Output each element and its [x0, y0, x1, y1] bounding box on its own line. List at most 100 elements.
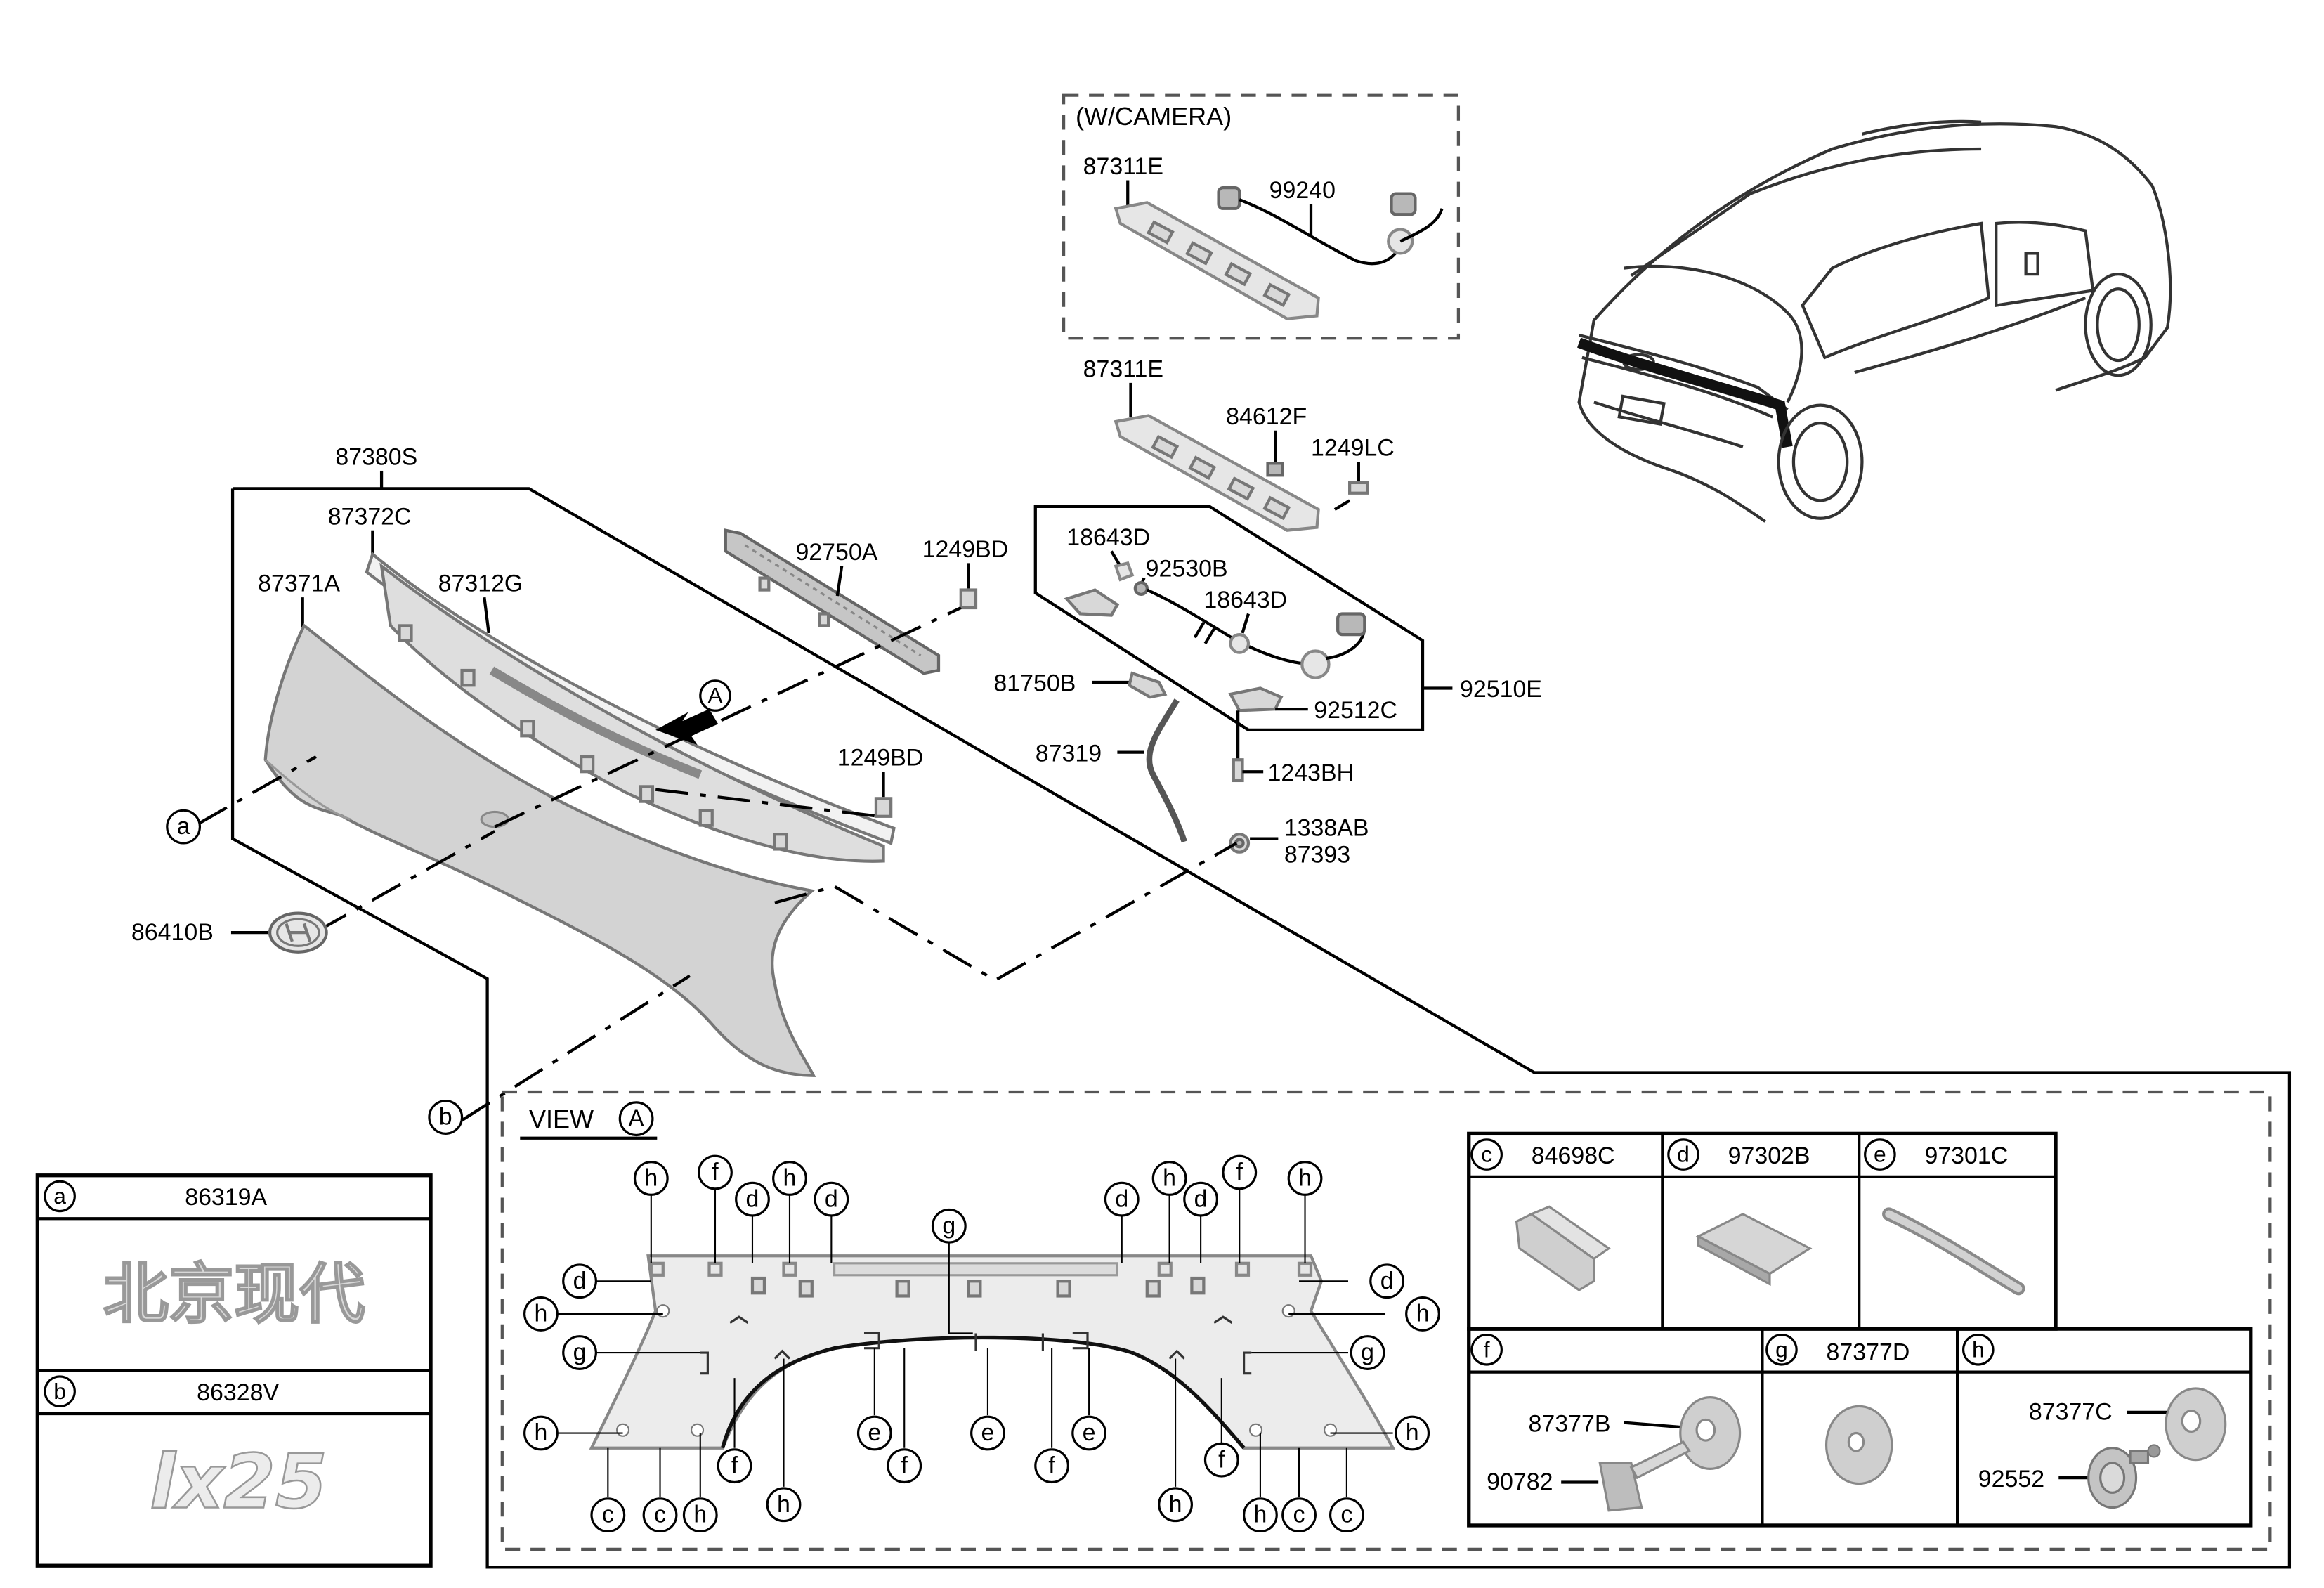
view-callout-f: f — [887, 1448, 922, 1484]
svg-text:d: d — [1380, 1268, 1394, 1294]
svg-text:e: e — [868, 1419, 881, 1446]
view-callout-g: g — [931, 1208, 967, 1244]
part-92530B-label: 92530B — [1146, 555, 1228, 582]
fastener-e-drawing — [1882, 1207, 2025, 1296]
svg-text:h: h — [1972, 1336, 1985, 1362]
view-callout-e: e — [856, 1415, 892, 1451]
view-callout-c: c — [590, 1497, 626, 1533]
svg-text:f: f — [1236, 1159, 1243, 1185]
callout-a: a — [166, 809, 202, 845]
view-callout-h: h — [1243, 1497, 1278, 1533]
svg-text:A: A — [707, 683, 723, 708]
badge-table: a 86319A 北京现代 b 86328V lx25 — [35, 1173, 433, 1568]
view-callout-g: g — [562, 1335, 597, 1370]
svg-text:f: f — [1048, 1452, 1055, 1479]
fastener-g-drawing — [1824, 1405, 1893, 1485]
part-18643D-b-label: 18643D — [1203, 587, 1287, 613]
fastener-f-part-1: 87377B — [1529, 1410, 1611, 1437]
fastener-h-part-1: 87377C — [2029, 1398, 2113, 1425]
bolt-1243BH-drawing — [1232, 758, 1244, 783]
stop-lamp-92750A-drawing — [724, 528, 941, 675]
view-callout-h: h — [523, 1415, 559, 1451]
part-87311E-camera-label: 87311E — [1083, 153, 1163, 180]
view-arrow-callout — [699, 679, 731, 712]
view-callout-d: d — [562, 1263, 597, 1299]
part-87319-drawing — [1146, 698, 1187, 843]
view-callout-h: h — [772, 1161, 807, 1196]
fastener-e-part: 97301C — [1924, 1143, 2008, 1169]
fastener-f-part-2: 90782 — [1487, 1469, 1553, 1495]
part-87312G-label: 87312G — [438, 571, 523, 597]
vehicle-illustration — [1577, 119, 2172, 523]
part-92510E-label: 92510E — [1460, 676, 1542, 703]
svg-text:b: b — [439, 1104, 452, 1131]
svg-text:e: e — [981, 1419, 995, 1446]
svg-text:e: e — [1874, 1142, 1886, 1167]
svg-text:g: g — [1775, 1336, 1788, 1362]
assembly-outline — [230, 487, 2292, 1569]
svg-text:d: d — [573, 1268, 587, 1294]
svg-text:h: h — [693, 1502, 707, 1528]
svg-text:h: h — [1253, 1502, 1267, 1528]
view-callout-f: f — [698, 1154, 733, 1190]
screw-1249BD-a-drawing — [959, 588, 978, 610]
view-callout-f: f — [717, 1448, 752, 1484]
fastener-c-drawing — [1515, 1205, 1611, 1291]
view-direction-arrow — [655, 709, 719, 746]
view-a-title: VIEW — [529, 1105, 594, 1133]
part-1249BD-a-label: 1249BD — [922, 536, 1009, 563]
svg-text:f: f — [712, 1159, 719, 1185]
svg-text:a: a — [53, 1183, 66, 1209]
svg-text:d: d — [1115, 1185, 1128, 1212]
wiring-harness-drawing — [1064, 561, 1366, 712]
part-1338AB-label: 1338AB — [1284, 814, 1369, 841]
view-callout-f: f — [1034, 1448, 1070, 1484]
badge-a-emblem: 北京现代 — [103, 1256, 365, 1332]
view-callout-d: d — [735, 1181, 770, 1217]
view-callout-c: c — [1329, 1497, 1364, 1533]
svg-text:d: d — [1677, 1142, 1690, 1167]
svg-text:h: h — [644, 1165, 658, 1192]
view-callout-h: h — [633, 1161, 669, 1196]
camera-option-box — [1062, 93, 1461, 340]
svg-text:h: h — [534, 1301, 547, 1327]
screw-1249BD-b-drawing — [874, 797, 893, 818]
hyundai-emblem-drawing — [268, 911, 328, 954]
svg-text:h: h — [1169, 1491, 1182, 1518]
svg-text:g: g — [573, 1339, 587, 1366]
svg-text:h: h — [1163, 1165, 1176, 1192]
part-81750B-drawing — [1127, 671, 1168, 699]
svg-text:h: h — [1298, 1165, 1312, 1192]
wiring-group-outline — [1033, 505, 1425, 731]
part-1249LC-label: 1249LC — [1311, 435, 1395, 462]
badge-a-part-number: 86319A — [185, 1184, 267, 1211]
part-18643D-a-label: 18643D — [1066, 524, 1150, 551]
fastener-c-part: 84698C — [1532, 1143, 1615, 1169]
svg-text:d: d — [825, 1185, 838, 1212]
garnish-87312G-drawing — [379, 562, 885, 863]
svg-text:h: h — [1406, 1419, 1419, 1446]
view-callout-f: f — [1222, 1154, 1258, 1190]
fastener-d-part: 97302B — [1728, 1143, 1810, 1169]
svg-text:h: h — [783, 1165, 797, 1192]
badge-b-emblem: lx25 — [150, 1439, 327, 1525]
fastener-h-part-2: 92552 — [1978, 1466, 2044, 1492]
part-87393-label: 87393 — [1284, 842, 1350, 868]
svg-text:f: f — [1484, 1336, 1490, 1362]
view-callout-h: h — [1158, 1487, 1193, 1523]
screw-1249LC-drawing — [1333, 481, 1369, 511]
part-87319-label: 87319 — [1036, 740, 1102, 767]
svg-text:e: e — [1083, 1419, 1096, 1446]
view-callout-h: h — [766, 1487, 802, 1523]
svg-text:d: d — [1194, 1185, 1208, 1212]
fastener-g-part: 87377D — [1827, 1339, 1910, 1366]
svg-text:c: c — [602, 1502, 614, 1528]
garnish-87371A-drawing — [263, 623, 816, 1077]
part-1243BH-label: 1243BH — [1268, 760, 1354, 786]
view-callout-g: g — [1350, 1335, 1385, 1370]
view-callout-h: h — [1287, 1161, 1323, 1196]
view-callout-h: h — [1405, 1296, 1440, 1332]
view-callout-leaders — [557, 1188, 1393, 1497]
